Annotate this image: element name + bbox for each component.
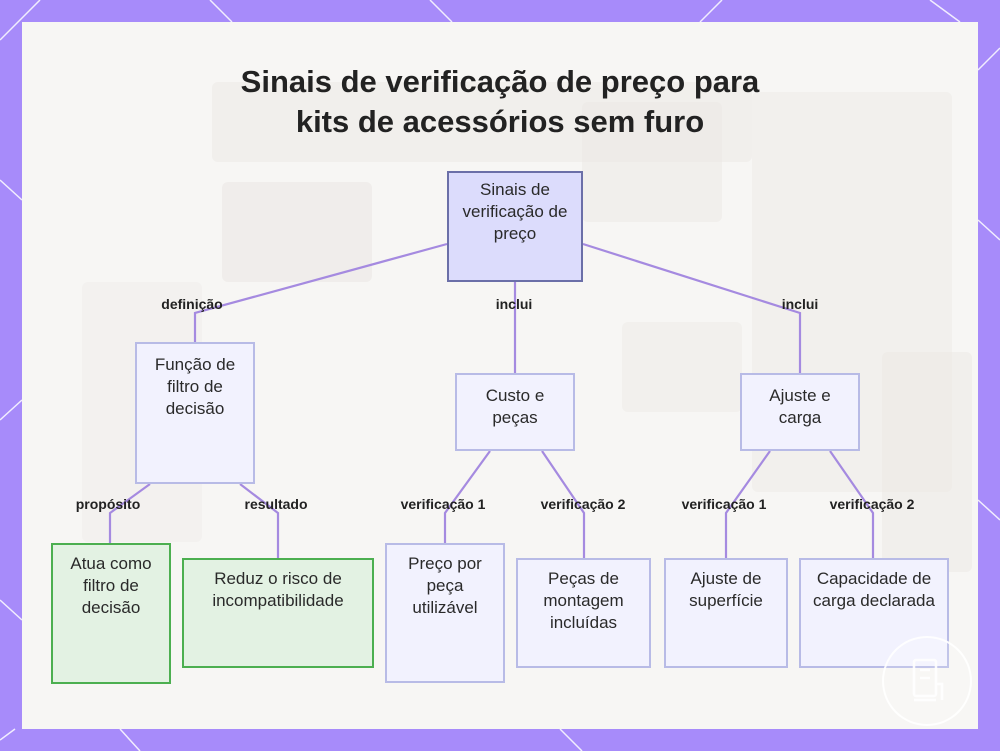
node-custo-pecas[interactable]: Custo e peças (455, 373, 575, 451)
edge-label-inclui-1: inclui (496, 296, 533, 312)
edge-label-verificacao-1b: verificação 1 (682, 496, 767, 512)
edge-root-funcao (195, 244, 447, 344)
node-pecas-montagem[interactable]: Peças de montagem incluídas (516, 558, 651, 668)
node-funcao-filtro[interactable]: Função de filtro de decisão (135, 342, 255, 484)
node-ajuste-superficie-label: Ajuste de superfície (674, 568, 778, 666)
node-ajuste-carga[interactable]: Ajuste e carga (740, 373, 860, 451)
node-funcao-filtro-label: Função de filtro de decisão (145, 354, 245, 482)
edge-label-verificacao-2b: verificação 2 (830, 496, 915, 512)
edge-label-proposito: propósito (76, 496, 141, 512)
edge-funcao-atua (110, 484, 150, 544)
node-preco-por-peca[interactable]: Preço por peça utilizável (385, 543, 505, 683)
edge-label-definicao: definição (161, 296, 222, 312)
node-preco-por-peca-label: Preço por peça utilizável (395, 553, 495, 681)
node-ajuste-superficie[interactable]: Ajuste de superfície (664, 558, 788, 668)
node-root[interactable]: Sinais de verificação de preço (447, 171, 583, 282)
edge-label-resultado: resultado (244, 496, 307, 512)
node-atua-filtro-label: Atua como filtro de decisão (61, 553, 161, 682)
node-ajuste-carga-label: Ajuste e carga (750, 385, 850, 449)
edge-label-verificacao-2a: verificação 2 (541, 496, 626, 512)
node-atua-filtro[interactable]: Atua como filtro de decisão (51, 543, 171, 684)
node-pecas-montagem-label: Peças de montagem incluídas (526, 568, 641, 666)
logo-badge-icon (882, 636, 972, 726)
edge-label-inclui-2: inclui (782, 296, 819, 312)
node-custo-pecas-label: Custo e peças (465, 385, 565, 449)
edge-root-ajuste (583, 244, 800, 374)
edge-label-verificacao-1a: verificação 1 (401, 496, 486, 512)
node-reduz-risco[interactable]: Reduz o risco de incompatibilidade (182, 558, 374, 668)
node-root-label: Sinais de verificação de preço (457, 179, 573, 280)
node-reduz-risco-label: Reduz o risco de incompatibilidade (192, 568, 364, 666)
